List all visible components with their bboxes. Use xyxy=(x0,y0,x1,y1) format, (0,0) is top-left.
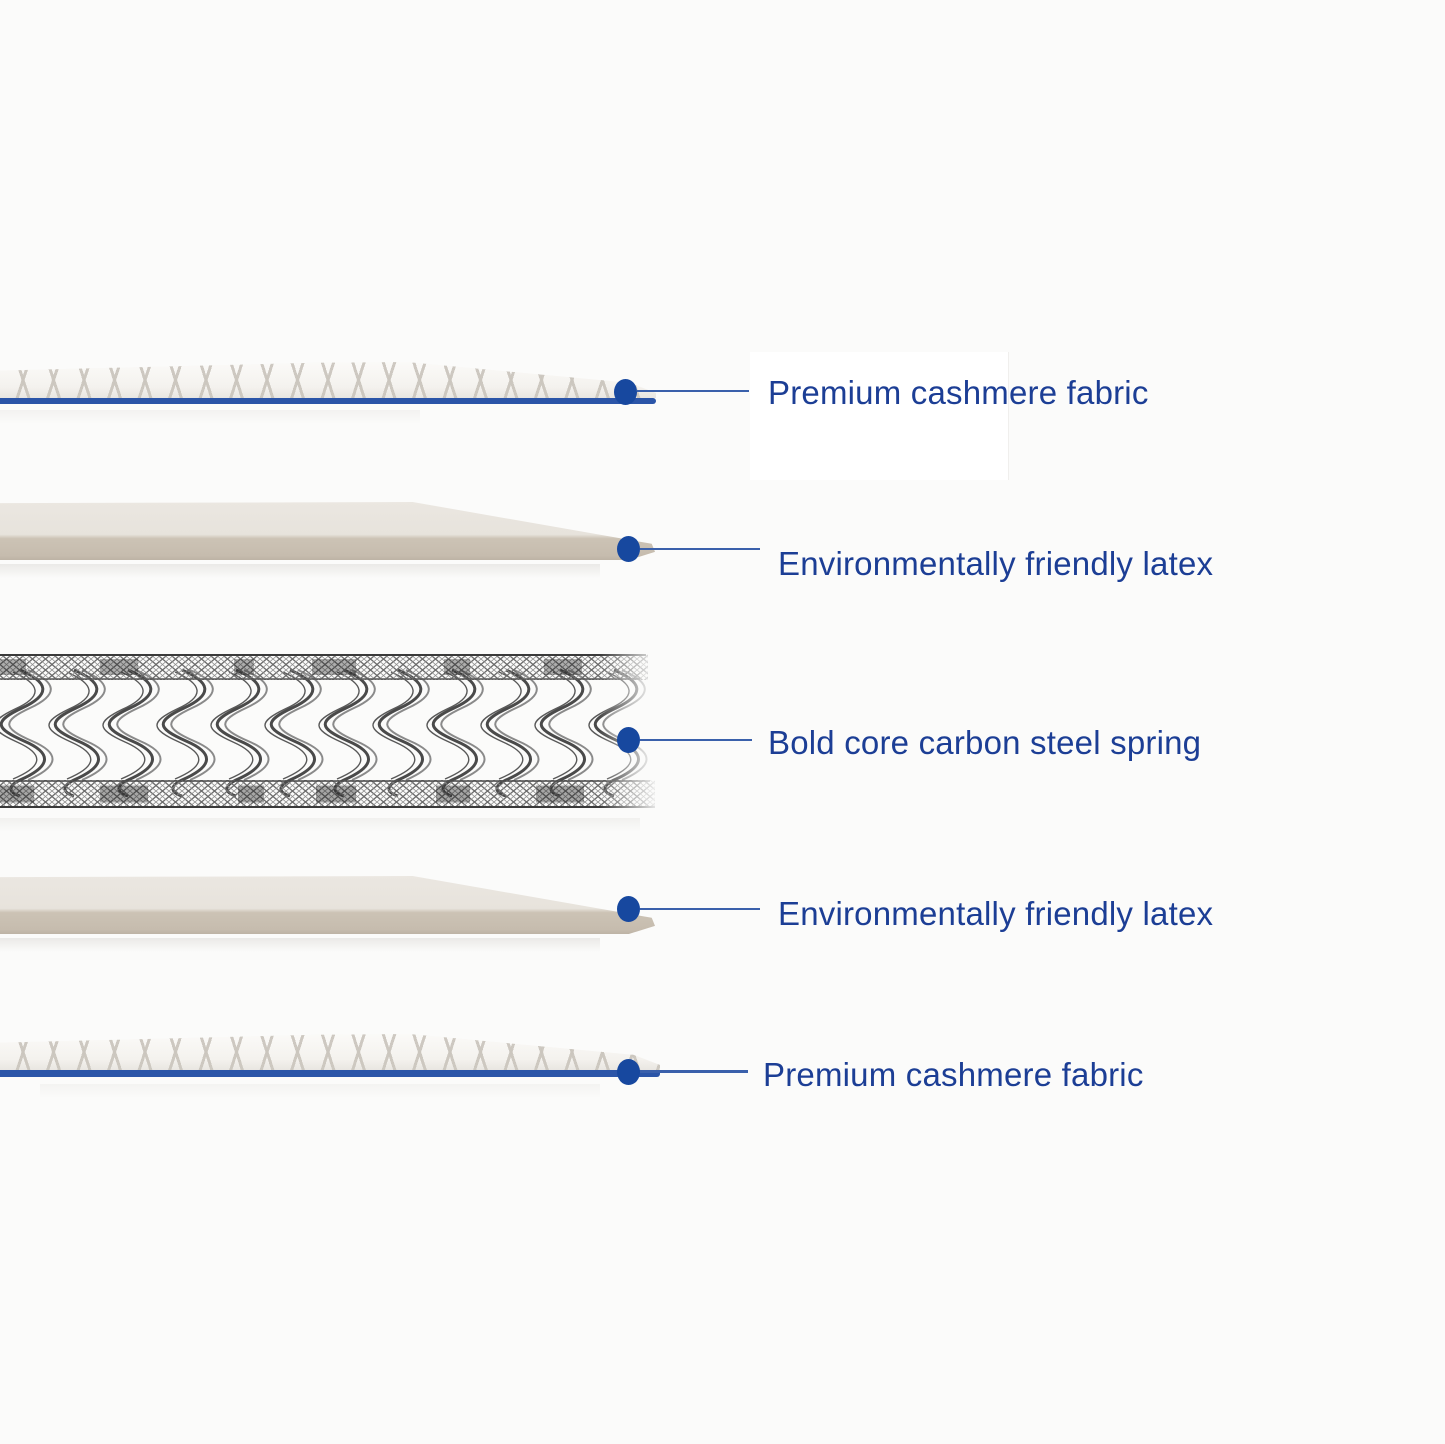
callout-leader-line xyxy=(637,390,749,392)
layer-shadow xyxy=(0,938,600,952)
spring-coils xyxy=(0,668,649,798)
layer-label: Bold core carbon steel spring xyxy=(768,724,1202,761)
layer-cashmere-bottom xyxy=(0,1034,662,1080)
callout-dot xyxy=(617,536,640,562)
cashmere-quilt-surface xyxy=(0,1034,660,1070)
cashmere-underline xyxy=(0,1070,660,1077)
layer-shadow xyxy=(0,818,640,832)
spring-mesh-band-top xyxy=(0,654,648,680)
spring-mesh-band-bottom xyxy=(0,780,655,808)
layer-latex-upper xyxy=(0,502,655,560)
spring-coil-graphic xyxy=(0,648,660,816)
cashmere-underline xyxy=(0,398,656,404)
layer-label: Environmentally friendly latex xyxy=(778,545,1214,582)
layer-label: Environmentally friendly latex xyxy=(778,895,1214,932)
layer-shadow xyxy=(40,1084,600,1098)
callout-leader-line xyxy=(640,908,760,910)
callout-dot xyxy=(617,896,640,922)
layer-label: Premium cashmere fabric xyxy=(768,374,1149,411)
callout-dot xyxy=(617,727,640,753)
callout-leader-line xyxy=(640,1070,748,1073)
layer-latex-lower xyxy=(0,876,655,934)
layer-shadow xyxy=(0,410,420,424)
layer-shadow xyxy=(0,564,600,578)
callout-leader-line xyxy=(640,548,760,550)
callout-dot xyxy=(614,379,637,405)
label-backplate xyxy=(750,352,1009,480)
layer-cashmere-top xyxy=(0,362,662,408)
callout-leader-line xyxy=(640,739,752,741)
cashmere-quilt-surface xyxy=(0,362,656,398)
callout-dot xyxy=(617,1059,640,1085)
layer-label: Premium cashmere fabric xyxy=(763,1056,1144,1093)
